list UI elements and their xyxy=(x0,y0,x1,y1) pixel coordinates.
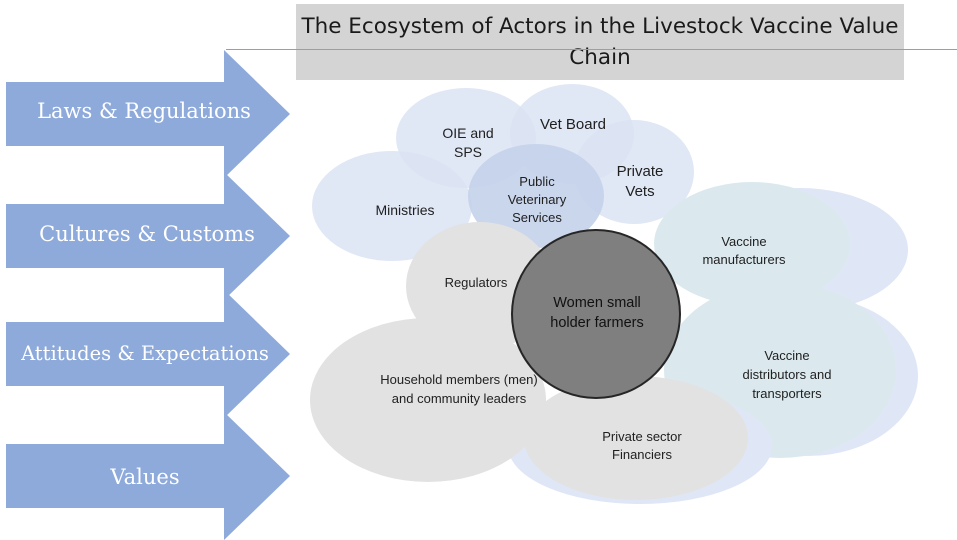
label-household-members: Household members (men) and community le… xyxy=(380,372,538,406)
bubble-vaccine-manufacturers xyxy=(654,182,850,306)
arrow-attitudes xyxy=(6,290,290,418)
center-circle xyxy=(511,229,681,399)
arrow-label-attitudes: Attitudes & Expectations xyxy=(21,342,269,365)
label-private-vets: Private Vets xyxy=(616,163,664,200)
arrow-cultures xyxy=(6,172,290,300)
label-vaccine-distributors: Vaccine distributors and transporters xyxy=(742,348,832,401)
title-box: The Ecosystem of Actors in the Livestock… xyxy=(296,4,904,80)
bubble-household-members xyxy=(310,318,546,482)
label-oie-sps: OIE and SPS xyxy=(442,125,494,160)
bubble-private-vets xyxy=(574,120,694,224)
label-regulators: Regulators xyxy=(444,275,508,290)
label-ministries: Ministries xyxy=(375,202,435,218)
diagram-title: The Ecosystem of Actors in the Livestock… xyxy=(301,14,899,70)
arrow-values xyxy=(6,412,290,540)
label-private-sector-financiers: Private sector Financiers xyxy=(602,429,682,462)
bubble-public-vet xyxy=(468,144,604,248)
label-vet-board: Vet Board xyxy=(540,116,606,133)
arrow-label-cultures: Cultures & Customs xyxy=(39,222,255,246)
label-vaccine-manufacturers: Vaccine manufacturers xyxy=(702,234,786,267)
label-public-vet-services: Public Veterinary Services xyxy=(507,174,567,225)
label-center: Women small holder farmers xyxy=(550,295,644,331)
arrow-label-values: Values xyxy=(110,465,180,489)
bubble-private-sector xyxy=(524,376,748,500)
arrow-laws xyxy=(6,50,290,178)
title-rule xyxy=(226,49,957,50)
arrow-label-laws: Laws & Regulations xyxy=(37,99,251,123)
